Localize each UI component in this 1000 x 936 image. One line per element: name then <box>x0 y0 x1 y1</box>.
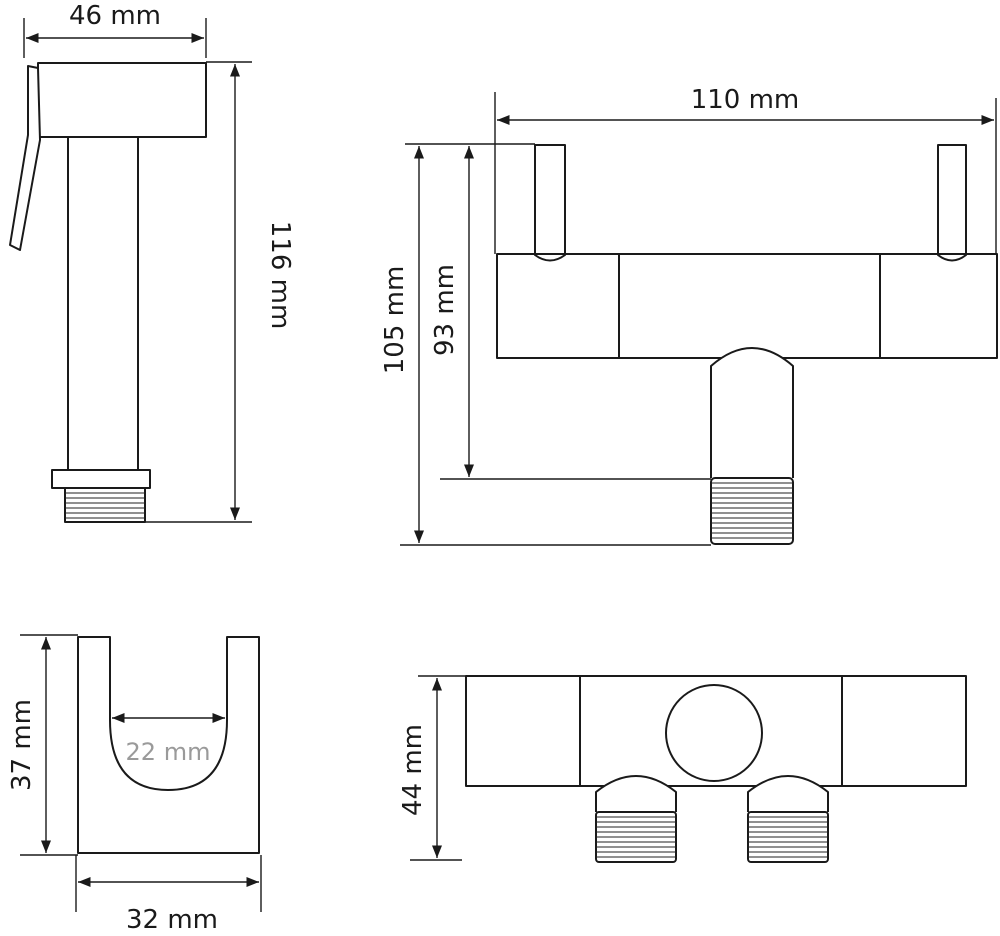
sprayer-thread-lines <box>65 492 145 519</box>
dim-label-105mm: 105 mm <box>380 266 410 375</box>
sprayer-head <box>37 62 207 138</box>
dim-label-116mm: 116 mm <box>265 221 295 330</box>
dim-label-93mm: 93 mm <box>430 264 460 356</box>
sprayer-lever <box>9 65 41 251</box>
valve-ear-left <box>534 144 566 262</box>
sprayer-view: 46 mm 116 mm <box>9 1 295 523</box>
valve-top-body <box>465 675 967 787</box>
valve-body <box>496 253 998 359</box>
valve-outlet-thread-lines <box>711 482 793 539</box>
dim-label-44mm: 44 mm <box>398 724 428 816</box>
dim-label-46mm: 46 mm <box>69 1 161 31</box>
valve-top-outlet-right-thread-lines <box>748 816 828 858</box>
sprayer-thread <box>64 487 146 523</box>
dim-label-22mm: 22 mm <box>126 738 211 766</box>
valve-outlet-thread <box>710 477 794 545</box>
valve-front-view: 110 mm 105 mm 93 mm <box>380 85 998 546</box>
valve-top-outlet-right <box>747 775 829 812</box>
valve-top-outlet-left <box>595 775 677 812</box>
valve-ear-right <box>937 144 967 262</box>
valve-top-outlet-left-thread-lines <box>596 816 676 858</box>
dim-label-110mm: 110 mm <box>691 85 800 115</box>
holder-body <box>77 636 260 854</box>
dim-label-37mm: 37 mm <box>7 699 37 791</box>
sprayer-collar <box>51 469 151 489</box>
sprayer-stem <box>67 136 139 471</box>
valve-top-view: 44 mm <box>398 675 967 863</box>
dim-label-32mm: 32 mm <box>126 905 218 935</box>
holder-view: 22 mm 37 mm 32 mm <box>7 634 262 935</box>
valve-top-port <box>665 684 763 782</box>
valve-outlet <box>710 347 794 478</box>
